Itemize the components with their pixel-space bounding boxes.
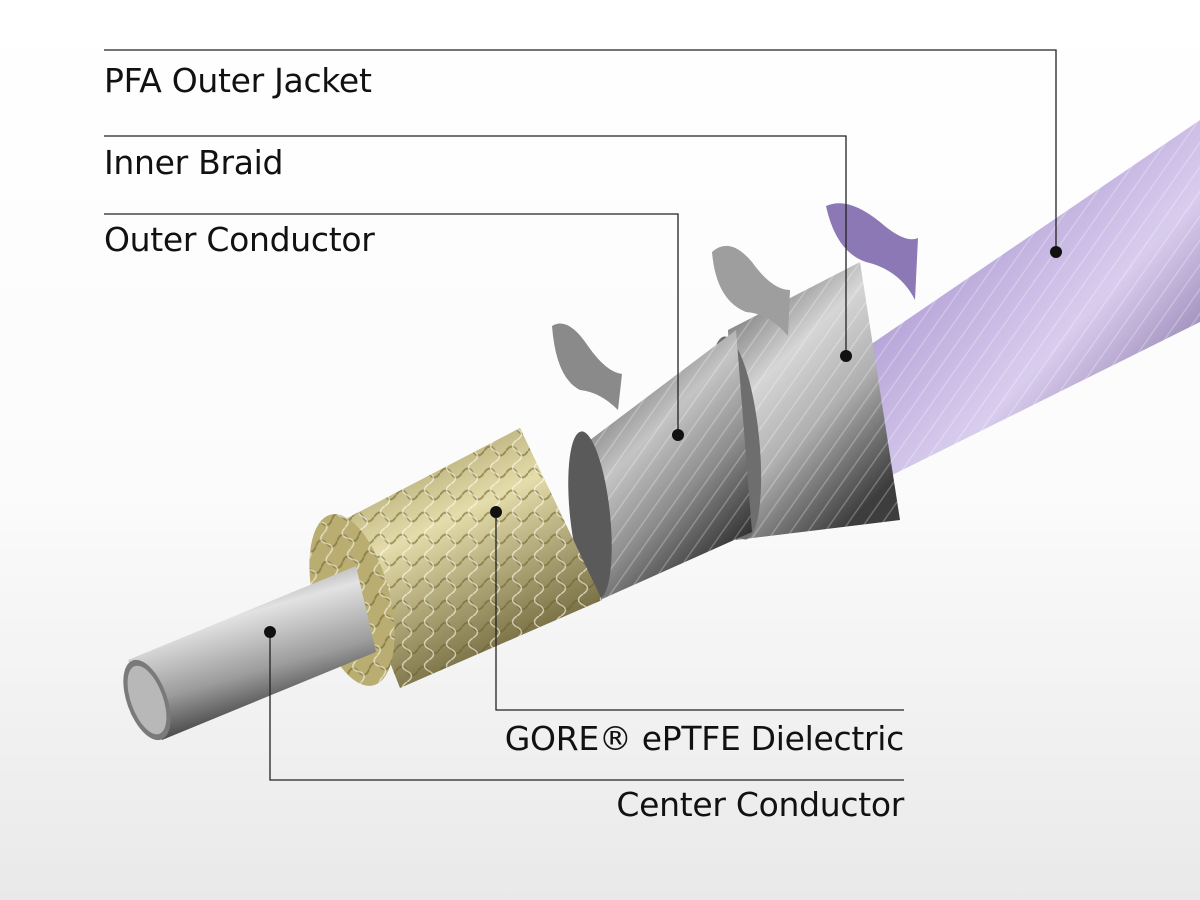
label-center-conductor: Center Conductor — [616, 785, 904, 824]
leader-line-dielectric — [495, 512, 904, 711]
pointer-dot-center — [264, 626, 276, 638]
pointer-dot-jacket — [1050, 246, 1062, 258]
pointer-dot-outer-conductor — [672, 429, 684, 441]
center-conductor-shape — [123, 566, 376, 741]
leader-dots — [264, 246, 1062, 638]
leader-lines — [104, 49, 1057, 781]
label-dielectric: GORE® ePTFE Dielectric — [504, 719, 905, 758]
inner-braid-shape — [708, 245, 900, 540]
leader-line-jacket — [104, 49, 1057, 252]
leader-line-outer-conductor — [104, 213, 679, 435]
leader-line-braid — [104, 135, 847, 356]
pointer-dot-braid — [840, 350, 852, 362]
leader-line-center — [269, 632, 904, 781]
label-pfa-outer-jacket: PFA Outer Jacket — [104, 61, 372, 100]
pointer-dot-dielectric — [490, 506, 502, 518]
label-outer-conductor: Outer Conductor — [104, 220, 375, 259]
label-inner-braid: Inner Braid — [104, 143, 284, 182]
outer-conductor-shape — [552, 323, 752, 600]
